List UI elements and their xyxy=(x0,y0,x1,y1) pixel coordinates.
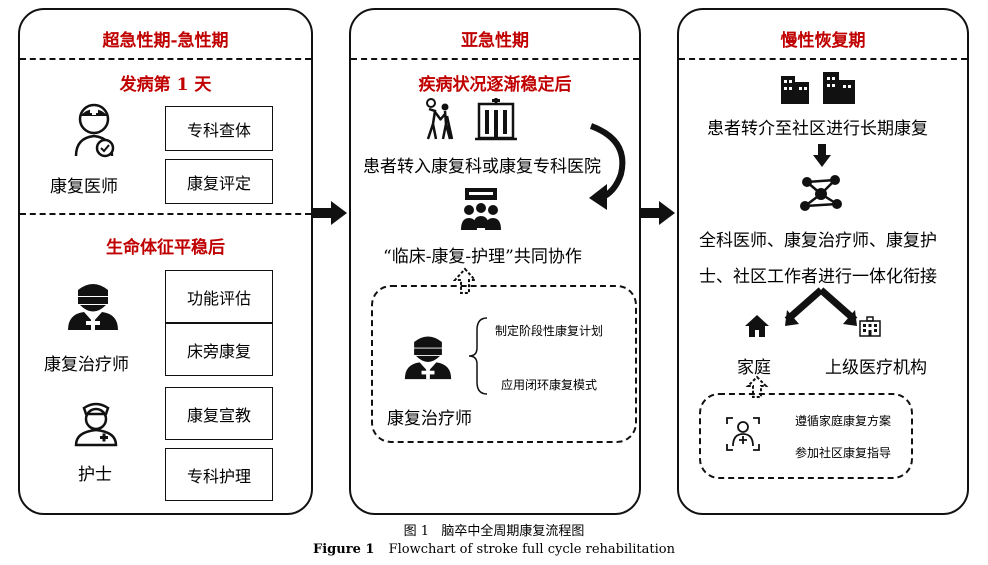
role-label: 康复治疗师 xyxy=(44,355,129,375)
home-rehab-dashed-box xyxy=(699,393,913,479)
panel-hyperacute: 超急性期-急性期 发病第 1 天 康复医师 专科查体 康复评定 生命体征平稳后 … xyxy=(18,8,313,515)
divider xyxy=(679,58,967,60)
collab-text: “临床-康复-护理”共同协作 xyxy=(383,247,582,267)
curved-arrow-icon xyxy=(589,123,626,210)
role-label: 康复医师 xyxy=(50,177,118,197)
task-box: 床旁康复 xyxy=(165,323,273,376)
team-text-line1: 全科医师、康复治疗师、康复护 xyxy=(699,231,937,251)
divider xyxy=(20,213,311,215)
figure-caption-cn: 图 1 脑卒中全周期康复流程图 xyxy=(403,524,585,539)
section-heading: 生命体征平稳后 xyxy=(106,238,225,258)
figure-caption-en: Figure 1 Flowchart of stroke full cycle … xyxy=(0,542,988,557)
home-label: 家庭 xyxy=(737,358,771,378)
task-text: 制定阶段性康复计划 xyxy=(495,324,604,338)
figure-label: Figure 1 xyxy=(313,542,375,557)
panel-title: 慢性恢复期 xyxy=(780,31,866,51)
panel-chronic: 慢性恢复期 患者转介至社区进行长期康复 全科医师、康复治疗师、康复护 士、社区工… xyxy=(677,8,969,515)
brace xyxy=(468,317,488,395)
task-box: 康复宣教 xyxy=(165,387,273,440)
home-icon xyxy=(745,315,769,337)
panel-title: 超急性期-急性期 xyxy=(102,31,229,51)
task-box: 康复评定 xyxy=(165,159,273,204)
transfer-text: 患者转介至社区进行长期康复 xyxy=(707,119,928,139)
task-box: 功能评估 xyxy=(165,270,273,323)
figure-title: Flowchart of stroke full cycle rehabilit… xyxy=(388,542,675,557)
flow-arrow-right xyxy=(313,201,347,225)
network-icon xyxy=(800,175,842,211)
nurse-icon xyxy=(74,402,118,447)
hospital-label: 上级医疗机构 xyxy=(825,358,927,378)
rehab-exercise-icon xyxy=(726,417,760,451)
hospital-icon xyxy=(475,98,517,141)
role-label: 护士 xyxy=(78,465,112,485)
task-text: 参加社区康复指导 xyxy=(795,446,892,460)
divider xyxy=(351,58,639,60)
task-box: 专科查体 xyxy=(165,106,273,151)
community-buildings-icon xyxy=(781,72,855,104)
role-label: 康复治疗师 xyxy=(387,409,472,429)
section-heading: 疾病状况逐渐稳定后 xyxy=(418,75,572,95)
flow-arrow-right xyxy=(641,201,675,225)
branch-arrows-icon xyxy=(784,287,858,326)
up-arrow-icon xyxy=(745,375,769,398)
therapist-icon xyxy=(68,284,118,330)
therapist-icon xyxy=(404,336,452,380)
team-text-line2: 士、社区工作者进行一体化衔接 xyxy=(699,267,937,287)
divider xyxy=(20,58,311,60)
clinic-icon xyxy=(859,316,881,337)
panel-title: 亚急性期 xyxy=(461,31,529,51)
up-arrow-icon xyxy=(452,267,478,294)
task-box: 专科护理 xyxy=(165,448,273,501)
therapist-dashed-box xyxy=(371,285,637,443)
transfer-text: 患者转入康复科或康复专科医院 xyxy=(363,157,601,177)
panel-subacute: 亚急性期 疾病状况逐渐稳定后 患者转入康复科或康复专科医院 “临床-康复-护理”… xyxy=(349,8,641,515)
down-arrow-icon xyxy=(813,144,831,167)
task-text: 遵循家庭康复方案 xyxy=(795,414,892,428)
doctor-icon xyxy=(74,103,115,158)
team-meeting-icon xyxy=(461,188,501,230)
elderly-patient-icon xyxy=(426,98,454,140)
task-text: 应用闭环康复模式 xyxy=(501,378,598,392)
section-heading: 发病第 1 天 xyxy=(119,75,212,95)
